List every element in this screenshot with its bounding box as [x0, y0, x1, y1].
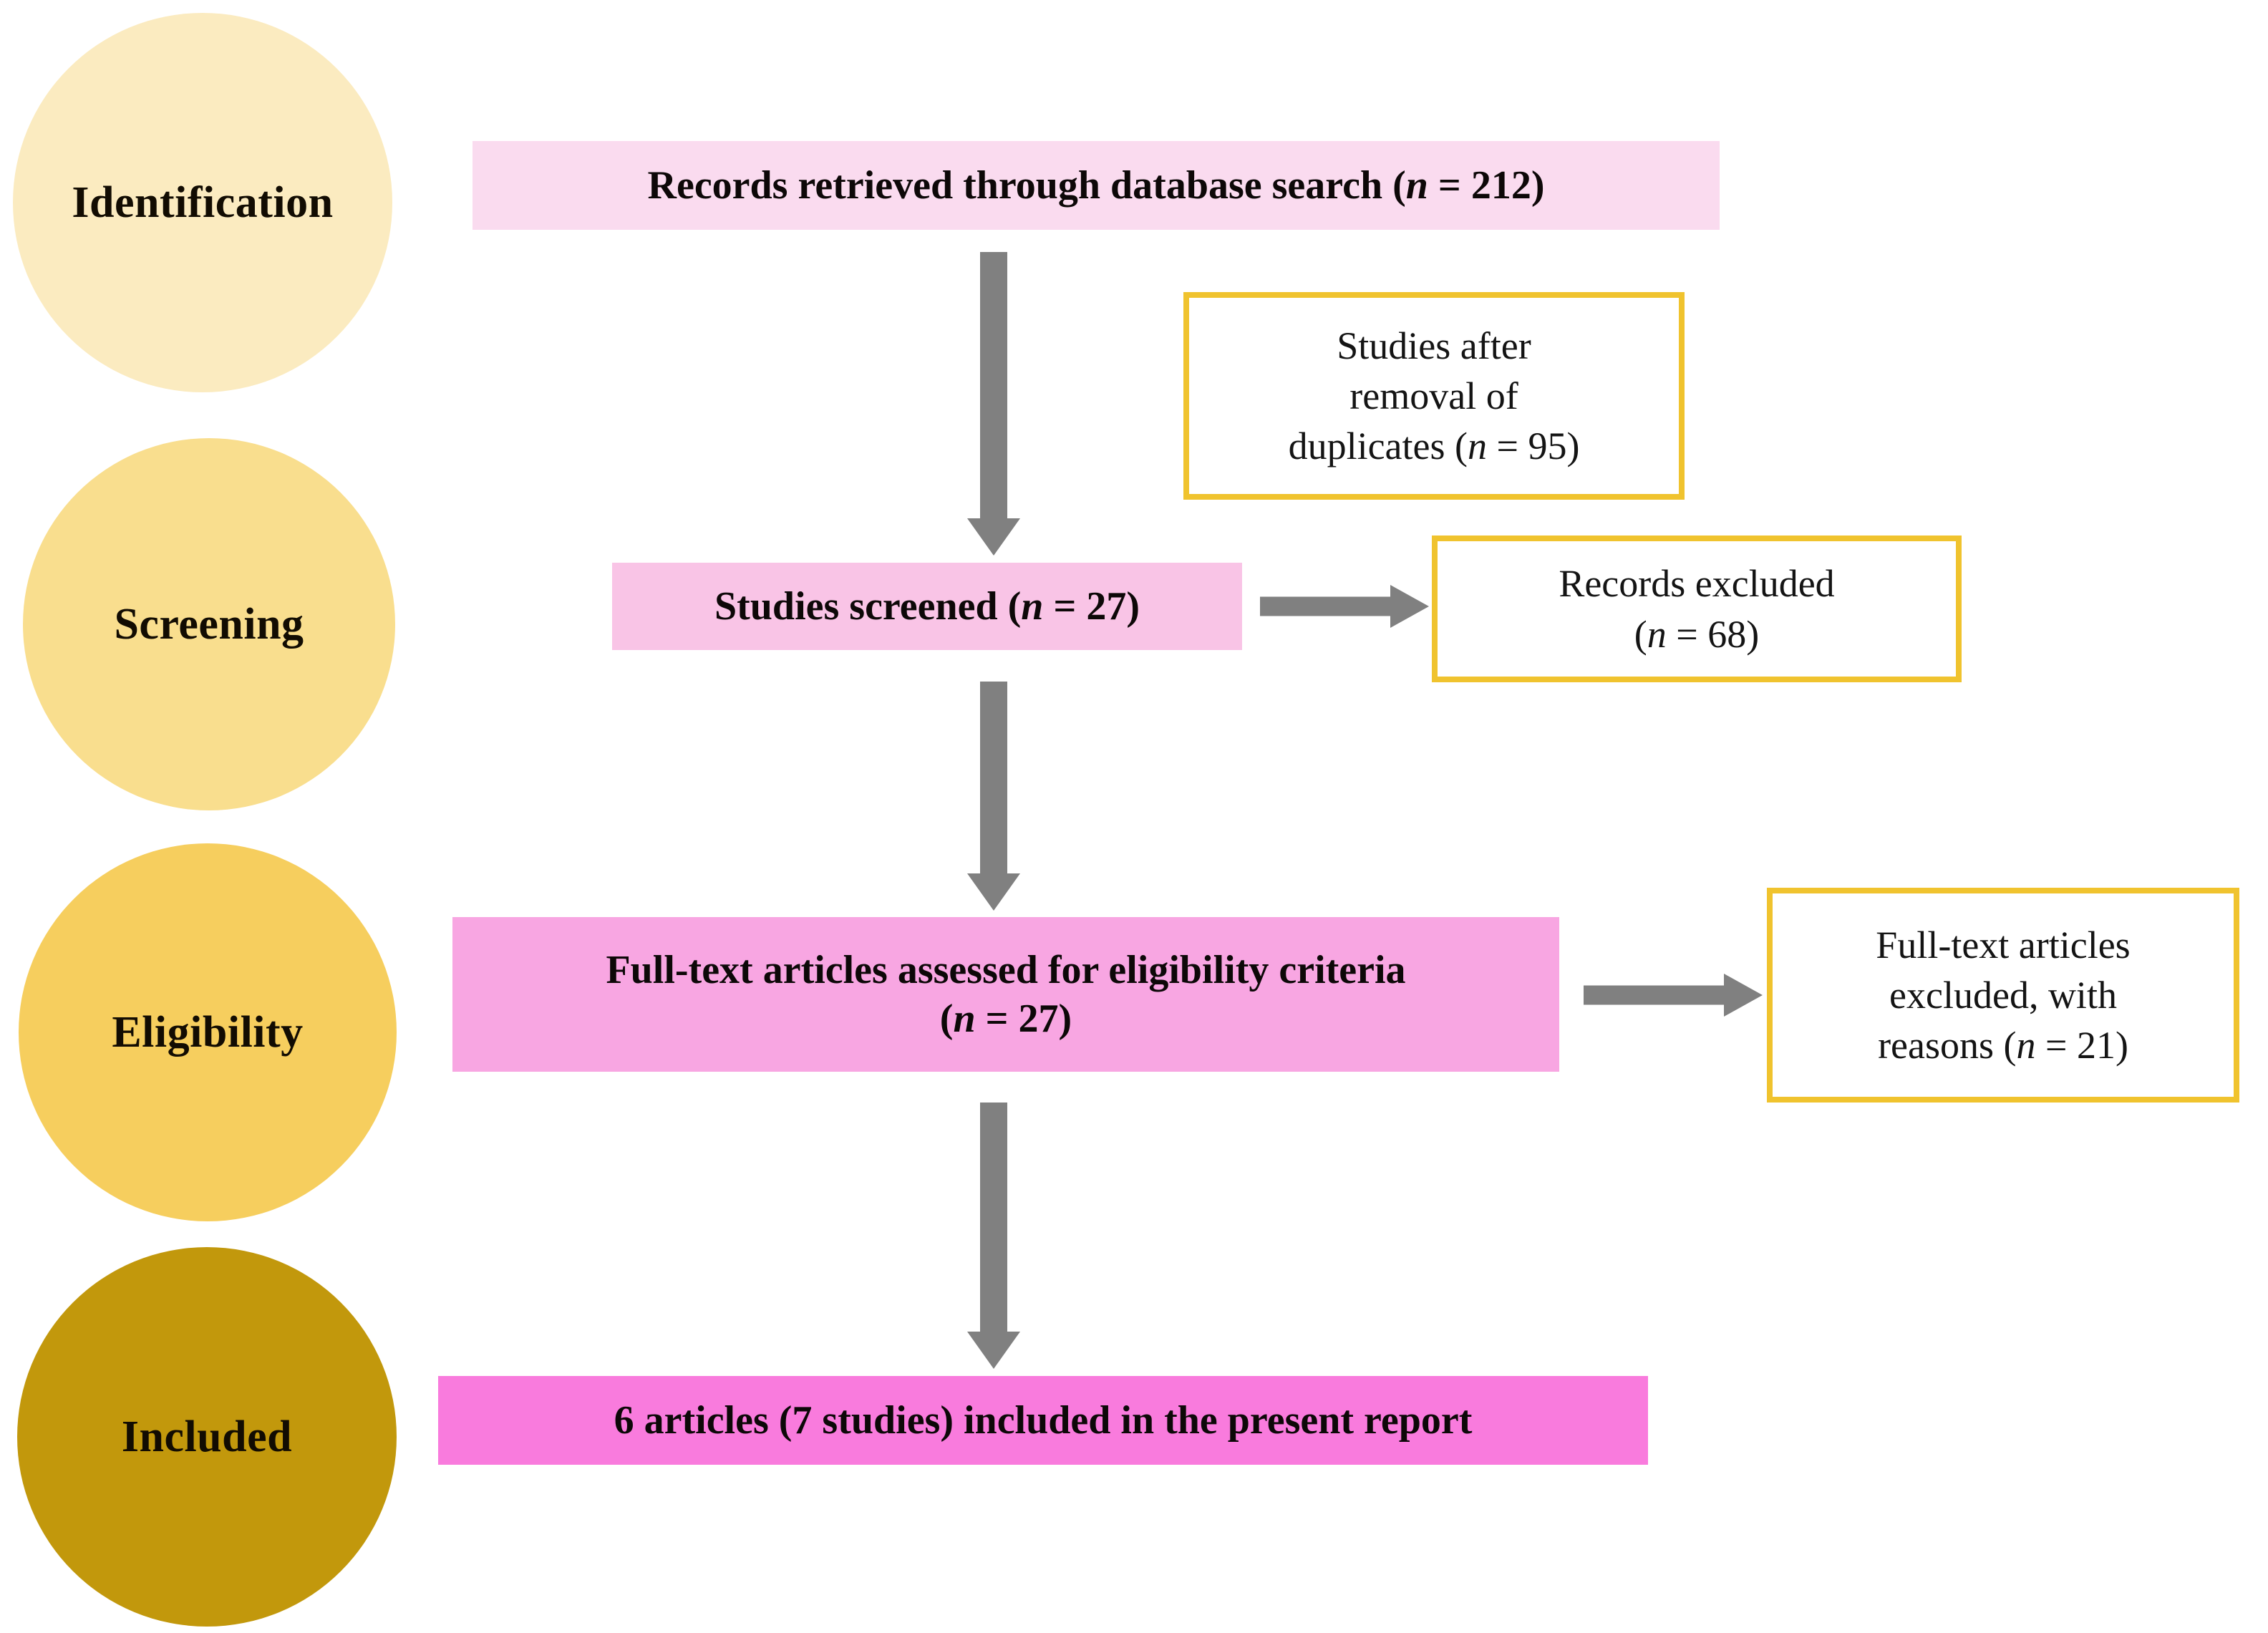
records-excluded-line1: Records excluded	[1559, 562, 1835, 606]
records-excluded-n-symbol: n	[1647, 612, 1667, 656]
stage-label-identification: Identification	[72, 178, 334, 227]
arrow-screening-to-eligibility	[965, 682, 1022, 911]
stage-circle-included: Included	[17, 1247, 397, 1627]
arrow-assessed-to-full-text-excluded	[1584, 974, 1763, 1017]
arrow-shaft	[980, 1103, 1007, 1332]
studies-after-duplicates-line3-suffix: = 95)	[1486, 425, 1580, 468]
full-text-excluded-n-symbol: n	[2016, 1024, 2036, 1067]
arrow-shaft	[1260, 596, 1390, 616]
flow-box-records-retrieved: Records retrieved through database searc…	[472, 141, 1720, 230]
full-text-excluded-line3-suffix: = 21)	[2035, 1024, 2128, 1067]
side-box-full-text-excluded: Full-text articles excluded, with reasons …	[1767, 888, 2239, 1103]
studies-after-duplicates-line1: Studies after	[1337, 324, 1531, 367]
records-retrieved-prefix: Records retrieved through database searc…	[647, 163, 1406, 208]
stage-label-screening: Screening	[114, 599, 304, 649]
studies-screened-n-symbol: n	[1021, 583, 1044, 629]
arrow-identification-to-screening	[965, 252, 1022, 556]
stage-label-eligibility: Eligibility	[112, 1007, 304, 1057]
flow-box-articles-included-text: 6 articles (7 studies) included in the p…	[614, 1397, 1473, 1443]
studies-after-duplicates-line2: removal of	[1349, 374, 1518, 417]
side-box-records-excluded-text: Records excluded (n = 68)	[1549, 558, 1844, 659]
arrow-head	[1390, 585, 1429, 628]
arrow-head	[967, 518, 1020, 556]
studies-after-duplicates-line3-prefix: duplicates (	[1288, 425, 1468, 468]
arrow-head	[1724, 974, 1763, 1017]
full-text-assessed-n-symbol: n	[953, 997, 976, 1041]
side-box-records-excluded: Records excluded (n = 68)	[1432, 536, 1962, 682]
studies-after-duplicates-n-symbol: n	[1467, 425, 1487, 468]
studies-screened-suffix: = 27)	[1043, 583, 1140, 629]
stage-circle-screening: Screening	[23, 438, 395, 810]
side-box-studies-after-duplicates: Studies after removal of duplicates (n = 9…	[1183, 292, 1685, 500]
side-box-studies-after-duplicates-text: Studies after removal of duplicates (n = 9…	[1279, 321, 1590, 472]
full-text-assessed-line2-suffix: = 27)	[975, 997, 1072, 1041]
flow-box-full-text-assessed-text: Full-text articles assessed for eligibil…	[587, 946, 1424, 1044]
flow-box-records-retrieved-text: Records retrieved through database searc…	[629, 161, 1564, 210]
records-excluded-line2-prefix: (	[1634, 612, 1647, 656]
stage-label-included: Included	[121, 1412, 293, 1461]
stage-circle-eligibility: Eligibility	[19, 843, 397, 1221]
arrow-shaft	[980, 252, 1007, 518]
arrow-shaft	[1584, 985, 1724, 1005]
studies-screened-prefix: Studies screened (	[714, 583, 1022, 629]
flow-box-studies-screened-text: Studies screened (n = 27)	[696, 582, 1158, 631]
full-text-excluded-line2: excluded, with	[1889, 973, 2117, 1017]
records-retrieved-suffix: = 212)	[1428, 163, 1545, 208]
flow-box-full-text-assessed: Full-text articles assessed for eligibil…	[452, 917, 1559, 1072]
records-retrieved-n-symbol: n	[1405, 163, 1428, 208]
arrow-shaft	[980, 682, 1007, 873]
arrow-head	[967, 1332, 1020, 1369]
full-text-excluded-line3-prefix: reasons (	[1878, 1024, 2017, 1067]
full-text-assessed-line1: Full-text articles assessed for eligibil…	[606, 947, 1406, 992]
flow-box-studies-screened: Studies screened (n = 27)	[612, 563, 1242, 650]
arrow-screened-to-records-excluded	[1260, 585, 1429, 628]
arrow-head	[967, 873, 1020, 911]
full-text-excluded-line1: Full-text articles	[1876, 923, 2131, 966]
records-excluded-line2-suffix: = 68)	[1666, 612, 1760, 656]
full-text-assessed-line2-prefix: (	[939, 997, 954, 1041]
side-box-full-text-excluded-text: Full-text articles excluded, with reasons …	[1866, 920, 2140, 1071]
arrow-eligibility-to-included	[965, 1103, 1022, 1369]
flow-box-articles-included: 6 articles (7 studies) included in the p…	[438, 1376, 1648, 1465]
stage-circle-identification: Identification	[13, 13, 392, 392]
